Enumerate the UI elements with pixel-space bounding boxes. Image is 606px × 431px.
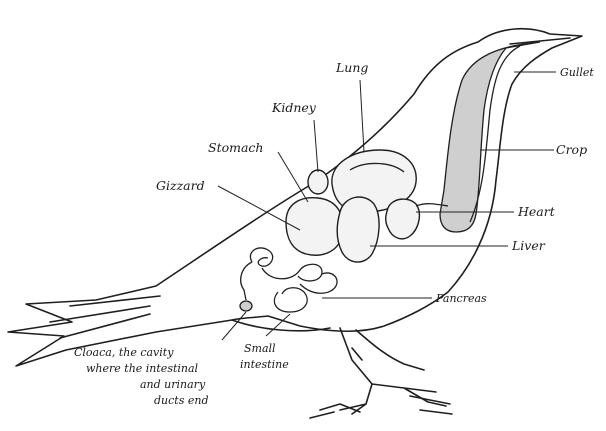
leader-stomach	[278, 152, 308, 202]
leader-lung	[360, 80, 364, 152]
cloaca	[240, 301, 252, 311]
leader-gizzard	[218, 186, 300, 230]
leader-cloaca	[222, 312, 246, 340]
intestines	[241, 248, 337, 312]
label-cloaca-line-4: ducts end	[154, 394, 208, 407]
legs	[310, 328, 452, 418]
label-liver: Liver	[511, 238, 546, 253]
label-heart: Heart	[517, 204, 556, 219]
liver	[337, 197, 379, 262]
label-small-intestine-line-1: Small	[244, 342, 276, 355]
label-gullet: Gullet	[560, 66, 594, 79]
heart	[386, 199, 420, 239]
gizzard	[286, 198, 343, 256]
label-lung: Lung	[335, 60, 368, 75]
label-stomach: Stomach	[208, 140, 263, 155]
leader-kidney	[314, 120, 318, 172]
intestine-to-cloaca	[241, 262, 252, 300]
label-crop: Crop	[556, 142, 587, 157]
label-pancreas: Pancreas	[435, 292, 487, 305]
kidney	[308, 170, 328, 194]
label-cloaca-line-1: Cloaca, the cavity	[74, 346, 174, 359]
label-small-intestine-line-2: intestine	[240, 358, 289, 371]
leg-back	[352, 330, 424, 370]
label-gizzard: Gizzard	[156, 178, 205, 193]
label-cloaca-line-2: where the intestinal	[86, 362, 199, 375]
leg-front	[340, 328, 446, 414]
toes	[310, 396, 452, 418]
small-intestine-loop	[274, 288, 307, 312]
beak-line	[510, 38, 570, 44]
label-kidney: Kidney	[271, 100, 317, 115]
label-cloaca-line-3: and urinary	[140, 378, 206, 391]
